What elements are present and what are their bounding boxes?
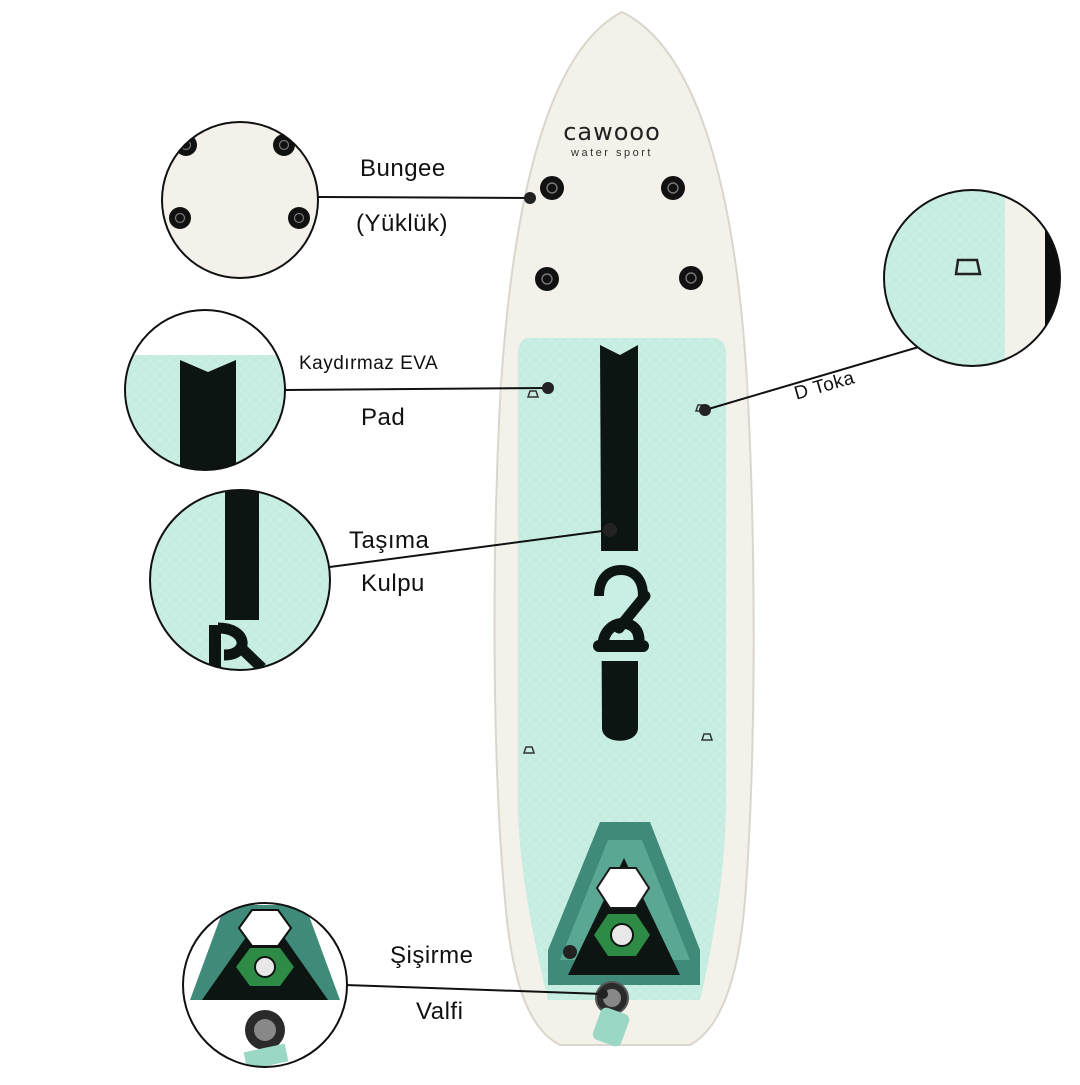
- sup-board: cawooo water sport: [493, 10, 755, 1047]
- eva-sublabel: Pad: [361, 404, 406, 431]
- bungee-zoom-circle: water sport: [161, 107, 319, 279]
- eva-label: Kaydırmaz EVA: [299, 353, 439, 374]
- anchor-dots: [524, 192, 711, 999]
- d-ring-zoom-circle: [883, 189, 1061, 367]
- bungee-label: Bungee: [360, 155, 446, 182]
- brand-tagline: water sport: [570, 147, 653, 159]
- leader-lines: [284, 196, 923, 995]
- handle-label: Taşıma: [349, 527, 430, 554]
- brand-logo: cawooo: [563, 118, 661, 146]
- bungee-points: [535, 176, 703, 291]
- valve-label: Şişirme: [390, 942, 474, 969]
- r-logo: [593, 551, 651, 661]
- eva-zoom-circle: [124, 309, 286, 471]
- leash-strap: [592, 1007, 630, 1047]
- svg-text:water sport: water sport: [216, 107, 288, 118]
- center-stripe: [600, 345, 638, 741]
- handle-zoom-circle: [149, 489, 331, 671]
- handle-sublabel: Kulpu: [361, 570, 425, 597]
- hexagon-white: [595, 867, 651, 909]
- valve-zoom-circle: [182, 902, 348, 1068]
- valve-sublabel: Valfi: [416, 998, 464, 1025]
- bungee-sublabel: (Yüklük): [356, 210, 449, 237]
